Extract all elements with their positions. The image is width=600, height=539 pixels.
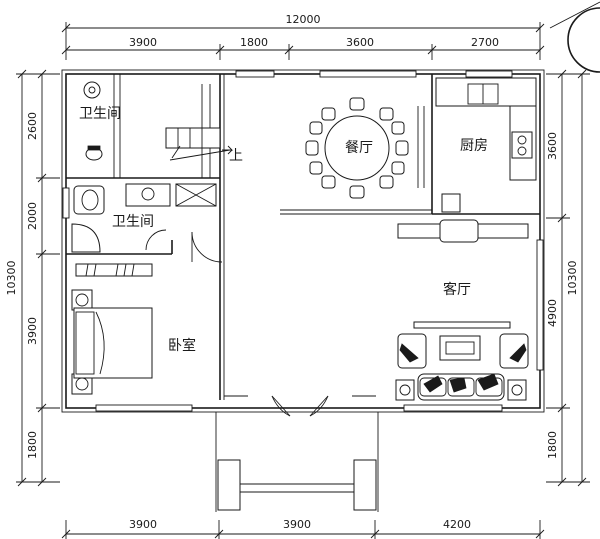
- window: [62, 187, 70, 219]
- window: [319, 70, 417, 78]
- counter-icon: [435, 77, 537, 107]
- porch-column-icon: [353, 459, 377, 511]
- dim-top-4: 2700: [471, 36, 499, 49]
- dim-top-3: 3600: [346, 36, 374, 49]
- dim-left-4: 1800: [26, 431, 39, 459]
- dim-bottom-1: 3900: [129, 518, 157, 531]
- windows: [62, 70, 544, 412]
- porch-column-icon: [217, 459, 241, 511]
- dim-right-1: 3600: [546, 132, 559, 160]
- dim-bottom-2: 3900: [283, 518, 311, 531]
- dim-bottom-3: 4200: [443, 518, 471, 531]
- side-table-icon: [507, 379, 527, 401]
- dim-top-2: 1800: [240, 36, 268, 49]
- window: [95, 404, 193, 412]
- window: [465, 70, 513, 78]
- label-dining: 餐厅: [345, 140, 373, 156]
- tv-icon: [439, 219, 479, 243]
- dim-left-2: 2000: [26, 202, 39, 230]
- dim-top-total: 12000: [286, 13, 321, 26]
- porch-step: [239, 483, 355, 493]
- north-arrow-icon: [549, 1, 600, 73]
- kitchen-fixtures: [435, 77, 537, 213]
- dim-right-2: 4900: [546, 299, 559, 327]
- dim-right-3: 1800: [546, 431, 559, 459]
- label-bathroom-upper: 卫生间: [79, 106, 121, 122]
- vanity-basin-icon: [125, 183, 171, 207]
- wardrobe-icon: [75, 263, 153, 277]
- label-kitchen: 厨房: [460, 138, 488, 154]
- label-bedroom: 卧室: [168, 337, 196, 354]
- basin-icon: [83, 81, 101, 99]
- staircase: [165, 84, 234, 178]
- bed-icon: [73, 307, 153, 379]
- label-bathroom-lower: 卫生间: [112, 214, 154, 230]
- label-stairs-up: 上: [229, 148, 243, 164]
- window: [536, 239, 544, 371]
- lower-bathroom-fixtures: [71, 183, 217, 253]
- window: [235, 70, 275, 78]
- dining-table: [305, 97, 425, 199]
- side-table-icon: [395, 379, 415, 401]
- round-table-icon: [324, 115, 390, 181]
- dim-top-1: 3900: [129, 36, 157, 49]
- nightstand-icon: [71, 289, 93, 311]
- dim-left-1: 2600: [26, 112, 39, 140]
- armchair-icon: [397, 333, 427, 369]
- shower-icon: [71, 223, 101, 253]
- dimension-lines: [16, 22, 590, 539]
- dim-left-3: 3900: [26, 317, 39, 345]
- bedroom-furniture: [71, 231, 223, 395]
- living-room-furniture: [395, 219, 529, 401]
- dining-chairs: [305, 97, 409, 199]
- room-labels: 卫生间 卫生间 上 餐厅 厨房 客厅 卧室: [79, 106, 488, 354]
- window: [403, 404, 503, 412]
- dim-left-total: 10300: [5, 261, 18, 296]
- dimension-labels: 12000 3900 1800 3600 2700 3900 3900 4200…: [5, 13, 579, 539]
- coffee-table-icon: [439, 335, 481, 361]
- label-living: 客厅: [443, 281, 471, 298]
- toilet-icon: [73, 185, 105, 215]
- stove-icon: [511, 131, 533, 159]
- fridge-icon: [441, 193, 461, 213]
- armchair-icon: [499, 333, 529, 369]
- entrance: [215, 395, 379, 512]
- dim-right-total: 10300: [566, 261, 579, 296]
- upper-bathroom-fixtures: [83, 81, 103, 161]
